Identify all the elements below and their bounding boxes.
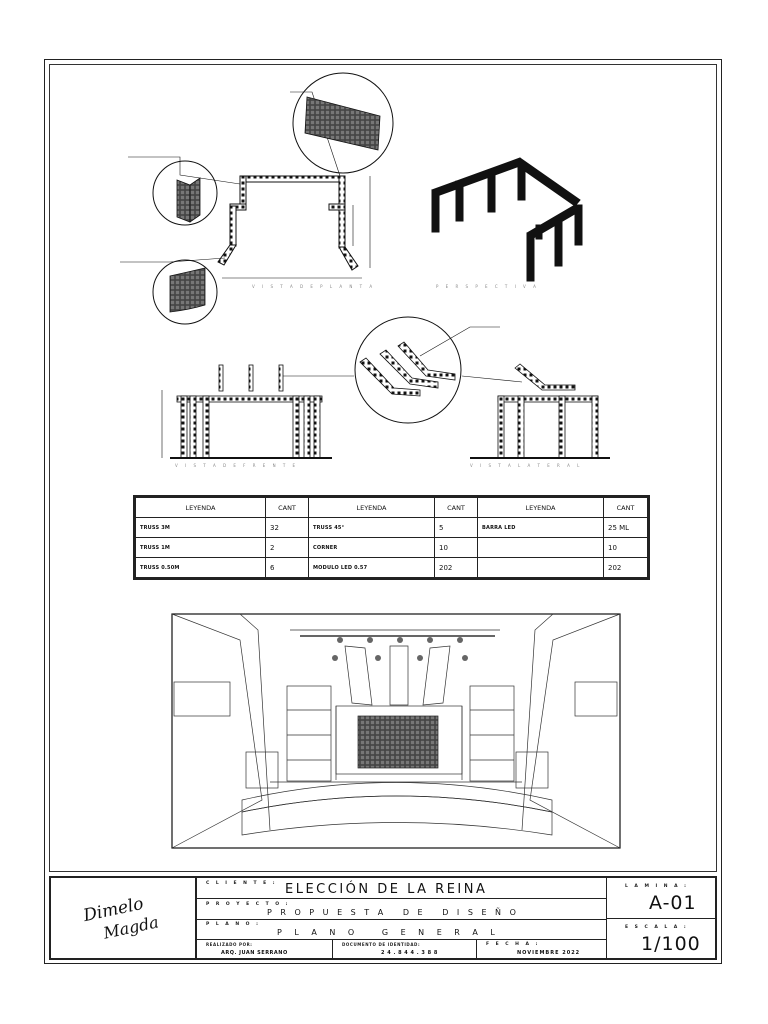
fecha-cell: F E C H A : NOVIEMBRE 2022 <box>476 939 607 959</box>
lateral-elevation <box>470 363 610 459</box>
sheet-outer-border <box>44 59 722 964</box>
legend-cell <box>477 537 604 558</box>
stage-render <box>171 613 621 849</box>
perspective-view <box>431 157 583 282</box>
title-block: Dimelo Magda C L I E N T E : ELECCIÓN DE… <box>49 876 717 960</box>
proyecto-cell: P R O Y E C T O : P R O P U E S T A D E … <box>196 898 607 920</box>
documento-label: DOCUMENTO DE IDENTIDAD: <box>342 942 421 947</box>
legend-cell: TRUSS 0.50M <box>135 557 266 578</box>
plan-view-label: V I S T A D E P L A N T A <box>252 284 376 289</box>
legend-header: CANT <box>265 497 309 518</box>
legend-cell: 10 <box>603 537 648 558</box>
legend-row: TRUSS 0.50M 6 MODULO LED 0.57 202 202 <box>135 557 648 578</box>
legend-header: LEYENDA <box>477 497 604 518</box>
legend-header: CANT <box>434 497 478 518</box>
proyecto-label: P R O Y E C T O : <box>206 902 290 907</box>
legend-cell: 6 <box>265 557 309 578</box>
lateral-view-label: V I S T A L A T E R A L <box>470 463 583 468</box>
legend-cell: 32 <box>265 517 309 538</box>
documento-value: 2 4 . 8 4 4 . 3 8 8 <box>381 950 438 956</box>
legend-table: LEYENDA CANT LEYENDA CANT LEYENDA CANT T… <box>135 497 648 578</box>
legend-cell: TRUSS 1M <box>135 537 266 558</box>
legend-row: TRUSS 3M 32 TRUSS 45° 5 BARRA LED 25 ML <box>135 517 648 538</box>
truss-detail-circle <box>354 316 523 424</box>
legend-header: CANT <box>603 497 648 518</box>
realizado-value: ARQ. JUAN SERRANO <box>221 950 288 956</box>
escala-label: E S C A L A : <box>625 925 689 930</box>
legend-cell: 25 ML <box>603 517 648 538</box>
sheet-inner-border <box>49 64 717 872</box>
legend-row: TRUSS 1M 2 CORNER 10 10 <box>135 537 648 558</box>
perspective-view-label: P E R S P E C T I V A <box>436 284 539 289</box>
cliente-cell: C L I E N T E : ELECCIÓN DE LA REINA <box>196 877 607 899</box>
legend-cell: BARRA LED <box>477 517 604 538</box>
legend-cell: TRUSS 3M <box>135 517 266 538</box>
documento-cell: DOCUMENTO DE IDENTIDAD: 2 4 . 8 4 4 . 3 … <box>332 939 477 959</box>
legend-header: LEYENDA <box>135 497 266 518</box>
plano-label: P L A N O : <box>206 922 261 927</box>
legend-cell: 202 <box>434 557 478 578</box>
cliente-label: C L I E N T E : <box>206 881 278 886</box>
fecha-value: NOVIEMBRE 2022 <box>517 950 581 956</box>
front-elevation <box>161 364 354 459</box>
lamina-label: L A M I N A : <box>625 884 689 889</box>
plano-value: P L A N O G E N E R A L <box>277 928 500 937</box>
realizado-cell: REALIZADO POR: ARQ. JUAN SERRANO <box>196 939 333 959</box>
legend-cell: 10 <box>434 537 478 558</box>
front-view-label: V I S T A D E F R E N T E <box>175 463 299 468</box>
legend-cell: 2 <box>265 537 309 558</box>
legend-header-row: LEYENDA CANT LEYENDA CANT LEYENDA CANT <box>135 497 648 518</box>
lamina-cell: L A M I N A : A-01 <box>606 877 716 919</box>
legend-cell: 202 <box>603 557 648 578</box>
cliente-value: ELECCIÓN DE LA REINA <box>285 882 488 897</box>
legend-cell: 5 <box>434 517 478 538</box>
fecha-label: F E C H A : <box>486 942 540 947</box>
legend-cell: CORNER <box>308 537 435 558</box>
realizado-label: REALIZADO POR: <box>206 942 253 947</box>
plano-cell: P L A N O : P L A N O G E N E R A L <box>196 919 607 940</box>
lamina-value: A-01 <box>649 892 697 914</box>
plan-view <box>120 72 394 325</box>
escala-value: 1/100 <box>641 933 701 955</box>
legend-cell: MODULO LED 0.57 <box>308 557 435 578</box>
legend-header: LEYENDA <box>308 497 435 518</box>
legend-cell: TRUSS 45° <box>308 517 435 538</box>
escala-cell: E S C A L A : 1/100 <box>606 918 716 959</box>
logo-cell: Dimelo Magda <box>50 877 196 959</box>
legend-cell <box>477 557 604 578</box>
legend-table-wrapper: LEYENDA CANT LEYENDA CANT LEYENDA CANT T… <box>133 495 650 580</box>
proyecto-value: P R O P U E S T A D E D I S E Ñ O <box>267 908 519 917</box>
